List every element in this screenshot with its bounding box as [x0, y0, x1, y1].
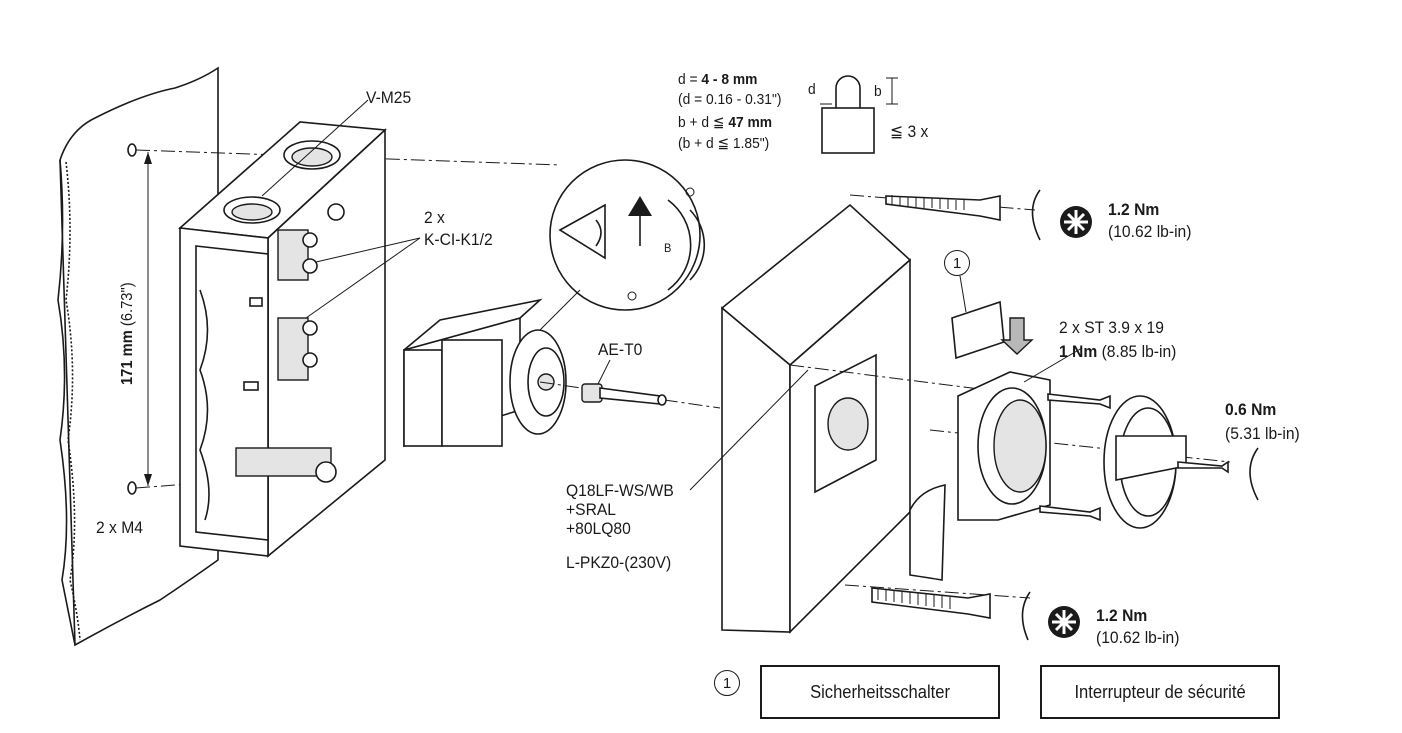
lock-d-range: d = 4 - 8 mm: [678, 71, 758, 88]
top-screw: [885, 195, 1001, 221]
enclosure-box: [178, 121, 387, 558]
handle-torque: 0.6 Nm: [1225, 400, 1277, 419]
label-v-m25: V-M25: [366, 88, 412, 107]
label-l-pkz0: L-PKZ0-(230V): [566, 553, 672, 572]
legend-marker: 1: [714, 670, 740, 696]
label-ae-t0: AE-T0: [598, 340, 643, 359]
lock-d-range-inch: (d = 0.16 - 0.31"): [678, 91, 782, 108]
lock-dim-d: d: [808, 81, 816, 98]
phillips-screwdriver-icon-bottom: [1048, 606, 1080, 638]
shaft: [581, 383, 667, 406]
label-k-ci: K-CI-K1/2: [424, 230, 493, 249]
st-screws: [1039, 393, 1111, 522]
label-k-ci-qty: 2 x: [424, 208, 445, 227]
rotary-handle: [1103, 395, 1229, 529]
label-st-torque: 1 Nm (8.85 lb-in): [1059, 342, 1177, 361]
label-st-screws: 2 x ST 3.9 x 19: [1059, 318, 1164, 337]
label-screws-m4: 2 x M4: [96, 518, 143, 537]
phillips-screwdriver-icon: [1060, 206, 1092, 238]
label-q18-line2: +SRAL: [566, 500, 616, 519]
lock-count: ≦ 3 x: [890, 122, 929, 141]
top-torque-imperial: (10.62 lb-in): [1108, 222, 1192, 241]
bottom-torque: 1.2 Nm: [1096, 606, 1148, 625]
detail-label-b: B: [664, 241, 672, 255]
bottom-screw: [871, 587, 991, 619]
rotation-arrows: [1021, 189, 1259, 641]
switch-block: [403, 298, 721, 448]
handle-torque-imperial: (5.31 lb-in): [1225, 424, 1300, 443]
bottom-torque-imperial: (10.62 lb-in): [1096, 628, 1180, 647]
safety-insert: [909, 300, 1051, 581]
label-q18-line3: +80LQ80: [566, 519, 631, 538]
top-torque: 1.2 Nm: [1108, 200, 1160, 219]
legend-box-fr: Interrupteur de sécurité: [1040, 665, 1280, 719]
lock-bd-max-inch: (b + d ≦ 1.85"): [678, 135, 770, 152]
height-dimension-label: 171 mm (6.73"): [119, 282, 136, 385]
label-q18-line1: Q18LF-WS/WB: [566, 481, 674, 500]
lock-bd-max: b + d ≦ 47 mm: [678, 114, 773, 131]
legend-box-de: Sicherheitsschalter: [760, 665, 1000, 719]
lock-dim-b: b: [874, 83, 882, 100]
leader-lines: [261, 99, 1083, 491]
detail-magnifier: [539, 159, 706, 331]
callout-1: 1: [944, 250, 970, 276]
padlock-icon: [820, 75, 898, 154]
mounting-wall: [57, 66, 219, 647]
